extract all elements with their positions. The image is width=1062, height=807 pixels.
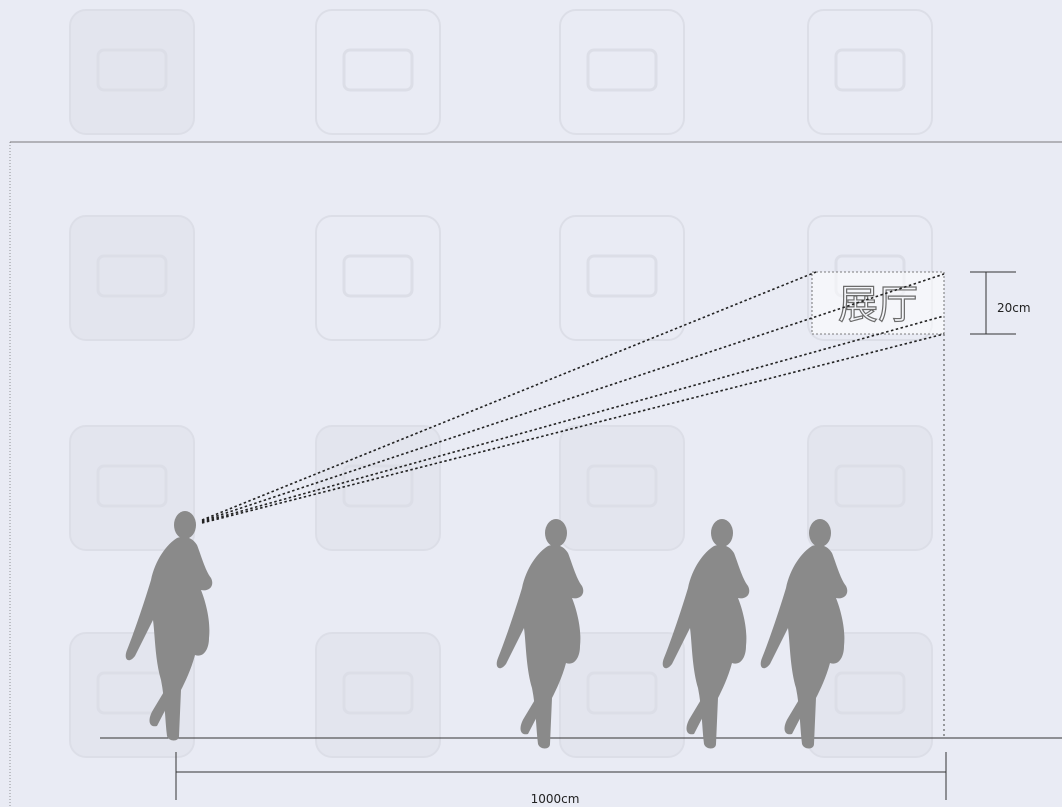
trolleybus-icon	[559, 9, 685, 135]
airport-icon	[807, 425, 933, 551]
silhouettes	[125, 511, 848, 749]
height-label: 20cm	[997, 301, 1031, 315]
bus-icon	[315, 425, 441, 551]
bicycle-icon	[69, 215, 195, 341]
sight-lines	[201, 271, 945, 524]
shuttle-icon	[315, 632, 441, 758]
distance-label: 1000cm	[531, 792, 580, 806]
directions-icon	[69, 425, 195, 551]
distance-dimension	[175, 752, 947, 800]
height-dimension	[970, 271, 1016, 335]
airplane-icon	[69, 9, 195, 135]
background-icon-grid	[69, 9, 933, 758]
diagram-frame	[9, 141, 1062, 807]
sign-label: 展厅	[838, 282, 918, 328]
taxi-icon	[559, 215, 685, 341]
tram-icon	[315, 9, 441, 135]
sight-line-1	[201, 271, 817, 521]
subway-icon	[559, 425, 685, 551]
train-icon	[559, 632, 685, 758]
cable-car-icon	[315, 215, 441, 341]
sign: 展厅	[811, 271, 945, 335]
sight-line-2	[201, 273, 945, 522]
sight-line-3	[201, 315, 945, 523]
sign-box	[811, 271, 945, 335]
railway-icon	[807, 9, 933, 135]
